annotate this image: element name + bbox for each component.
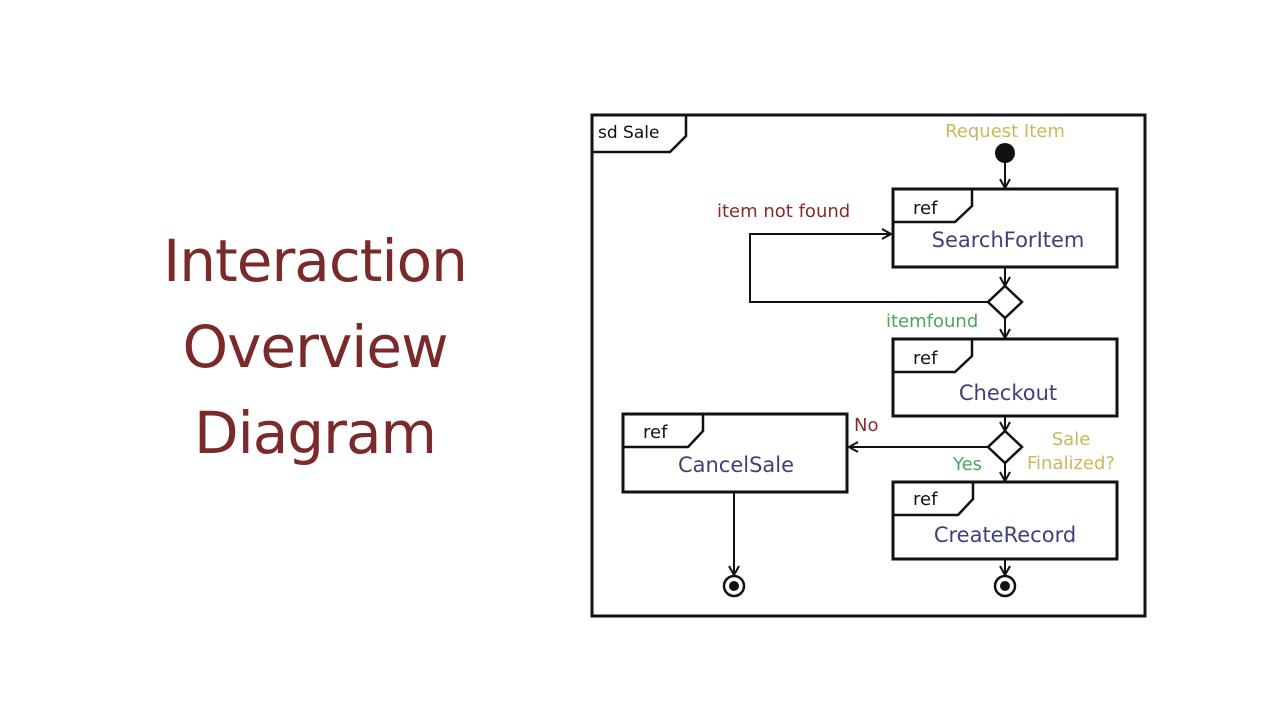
sd-frame-tab: [592, 115, 688, 154]
guard-no: No: [854, 415, 878, 436]
flow-not-found-loop: [749, 234, 988, 303]
ref-name: Checkout: [959, 381, 1057, 405]
title-line-2: Overview: [182, 313, 448, 381]
decision-node-2: [986, 429, 1024, 465]
ref-create-record[interactable]: ref CreateRecord: [891, 480, 1119, 561]
guard-yes: Yes: [952, 454, 982, 475]
final-node-cancel: [722, 574, 746, 598]
title-line-1: Interaction: [163, 227, 468, 295]
ref-tag: ref: [913, 348, 938, 369]
guard-found: itemfound: [886, 311, 978, 332]
start-label: Request Item: [945, 121, 1065, 142]
decision-node-1: [986, 284, 1024, 320]
sd-frame: [590, 113, 1147, 618]
decision-label-2: Finalized?: [1027, 453, 1115, 474]
final-node-create: [993, 574, 1017, 598]
ref-name: SearchForItem: [932, 228, 1085, 252]
sd-frame-label: sd Sale: [598, 123, 659, 143]
ref-tag: ref: [913, 489, 938, 510]
initial-node: [995, 143, 1015, 163]
ref-tag: ref: [913, 198, 938, 219]
ref-name: CreateRecord: [934, 523, 1076, 547]
ref-checkout[interactable]: ref Checkout: [891, 337, 1119, 418]
title-line-3: Diagram: [193, 399, 437, 467]
decision-label-1: Sale: [1052, 429, 1091, 450]
ref-name: CancelSale: [678, 453, 794, 477]
ref-cancel-sale[interactable]: ref CancelSale: [621, 412, 849, 494]
ref-search-for-item[interactable]: ref SearchForItem: [891, 187, 1119, 269]
guard-not-found: item not found: [717, 201, 850, 222]
ref-tag: ref: [643, 422, 668, 443]
